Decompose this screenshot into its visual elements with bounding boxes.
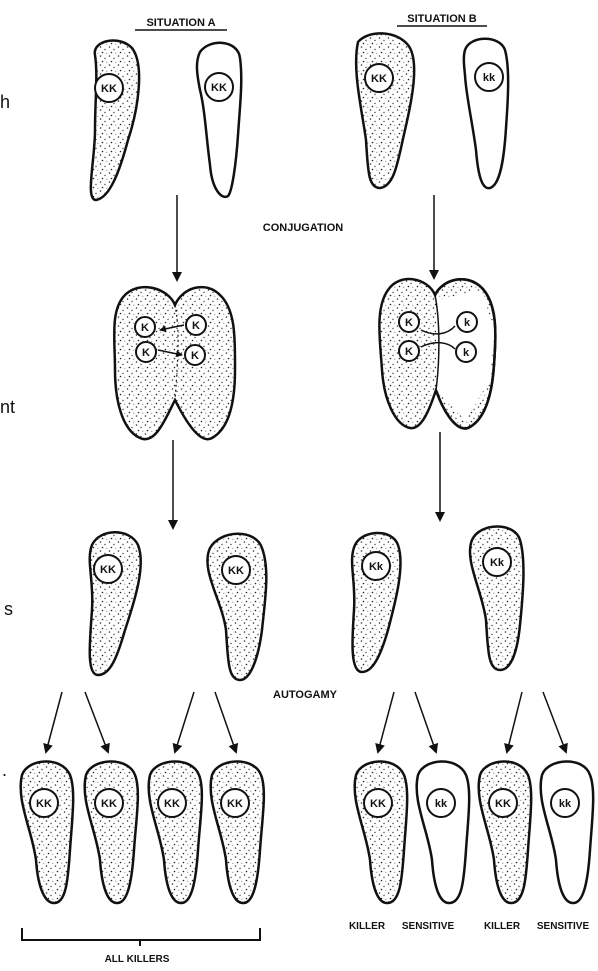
nucleus-label: KK: [370, 798, 386, 810]
row4-a-cell-1: KK: [21, 761, 73, 903]
nucleus-label: K: [192, 320, 200, 332]
nucleus-label: k: [464, 317, 471, 329]
edge-text-2: nt: [0, 397, 15, 417]
edge-text-1: h: [0, 92, 10, 112]
arrow-a-6: [215, 692, 236, 752]
nucleus-label: KK: [228, 565, 244, 577]
arrow-a-3: [46, 692, 62, 752]
row1-b-right-cell: kk: [464, 39, 508, 188]
conjugating-pair-a: K K K K: [114, 287, 235, 439]
nucleus-label: KK: [227, 798, 243, 810]
row3-a-left-cell: KK: [90, 532, 141, 675]
edge-text-3: s: [4, 599, 13, 619]
row4-b-cell-4: kk: [541, 761, 593, 903]
nucleus-label: K: [141, 322, 149, 334]
nucleus-label: KK: [101, 83, 117, 95]
situation-a-heading: SITUATION A: [146, 17, 215, 29]
conjugating-pair-b: K k K k: [379, 279, 495, 428]
arrow-b-5: [507, 692, 522, 752]
arrow-a-5: [175, 692, 194, 752]
row4-a-cell-4: KK: [211, 761, 264, 903]
row3-b-left-cell: Kk: [352, 533, 400, 672]
row3-b-right-cell: Kk: [470, 527, 523, 671]
nucleus-label: K: [405, 317, 413, 329]
all-killers-bracket: [22, 928, 260, 940]
sensitive-label-2: SENSITIVE: [537, 921, 590, 932]
nucleus-label: KK: [495, 798, 511, 810]
arrow-b-3: [378, 692, 394, 752]
nucleus-label: KK: [36, 798, 52, 810]
row1-a-left-cell: KK: [91, 41, 139, 200]
killer-label-1: KILLER: [349, 921, 386, 932]
situation-b-heading: SITUATION B: [407, 13, 477, 25]
nucleus-label: KK: [164, 798, 180, 810]
nucleus-label: KK: [101, 798, 117, 810]
nucleus-label: k: [463, 347, 470, 359]
nucleus-label: Kk: [369, 561, 384, 573]
row3-a-right-cell: KK: [207, 534, 266, 680]
nucleus-label: KK: [100, 564, 116, 576]
arrow-a-4: [85, 692, 108, 752]
arrow-b-6: [543, 692, 566, 752]
autogamy-label: AUTOGAMY: [273, 689, 338, 701]
killer-label-2: KILLER: [484, 921, 521, 932]
row4-b-cell-2: kk: [417, 761, 469, 903]
nucleus-label: kk: [435, 798, 448, 810]
row4-b-cell-1: KK: [355, 761, 407, 903]
row4-a-cell-2: KK: [85, 761, 138, 903]
arrow-b-4: [415, 692, 436, 752]
nucleus-label: kk: [559, 798, 572, 810]
row4-a-cell-3: KK: [149, 761, 202, 903]
nucleus-label: KK: [371, 73, 387, 85]
row1-a-right-cell: KK: [197, 43, 241, 197]
nucleus-label: Kk: [490, 557, 505, 569]
all-killers-label: ALL KILLERS: [105, 954, 170, 965]
sensitive-label-1: SENSITIVE: [402, 921, 455, 932]
nucleus-label: kk: [483, 72, 496, 84]
edge-text-4: .: [2, 760, 7, 780]
nucleus-label: K: [142, 347, 150, 359]
conjugation-label: CONJUGATION: [263, 222, 344, 234]
row4-b-cell-3: KK: [479, 761, 531, 903]
row1-b-left-cell: KK: [356, 33, 414, 188]
nucleus-label: K: [405, 346, 413, 358]
nucleus-label: K: [191, 350, 199, 362]
nucleus-label: KK: [211, 82, 227, 94]
